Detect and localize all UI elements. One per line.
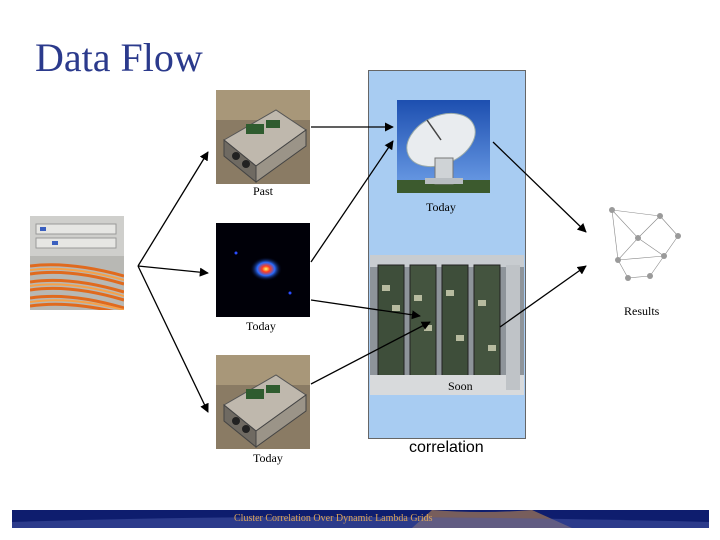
- caption-results: Results: [624, 304, 660, 318]
- footer-text: Cluster Correlation Over Dynamic Lambda …: [234, 513, 433, 524]
- slide-title: Data Flow: [35, 35, 203, 80]
- arrow-heatmap-to-telescope: [310, 140, 394, 263]
- arrow-heatmap-to-correlator: [310, 299, 421, 320]
- caption-today-bottom: Today: [253, 451, 283, 465]
- hardware-unit-image-past: [216, 90, 310, 184]
- correlator-rack-image: [370, 255, 524, 395]
- caption-soon: Soon: [448, 379, 473, 393]
- arrow-correlator-to-results: [499, 265, 587, 328]
- results-network-image: [598, 198, 690, 290]
- footer-banner: Cluster Correlation Over Dynamic Lambda …: [12, 510, 709, 528]
- caption-correlation: correlation: [409, 439, 484, 456]
- arrow-fiber-to-past: [137, 151, 209, 267]
- arrow-fiber-to-today: [137, 265, 209, 413]
- radio-telescope-image: [397, 100, 490, 193]
- arrow-fiber-to-heatmap: [137, 265, 209, 277]
- arrow-today-to-correlator: [310, 321, 431, 385]
- caption-past: Past: [253, 184, 274, 198]
- signal-heatmap-image: [216, 223, 310, 317]
- arrow-telescope-to-results: [492, 141, 587, 233]
- caption-today-telescope: Today: [426, 200, 456, 214]
- hardware-unit-image-today: [216, 355, 310, 449]
- caption-today-heatmap: Today: [246, 319, 276, 333]
- fiber-cables-image: [30, 216, 124, 310]
